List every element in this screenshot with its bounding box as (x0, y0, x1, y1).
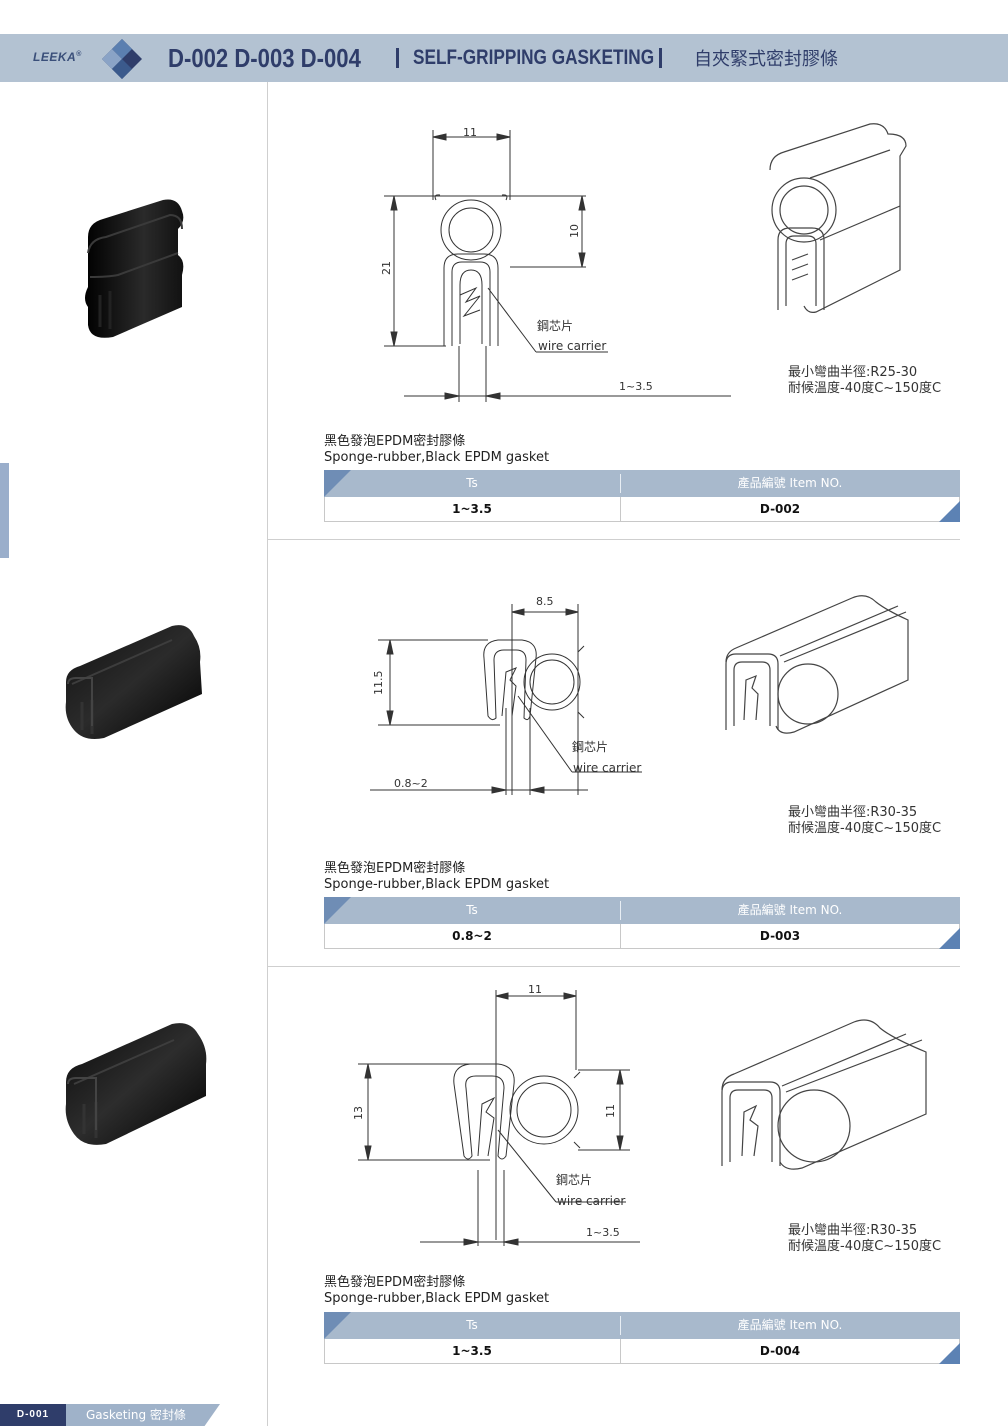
description-zh: 黑色發泡EPDM密封膠條 (324, 861, 466, 876)
dim-ts: 1~3.5 (586, 1226, 620, 1239)
callout-en: wire carrier (538, 339, 606, 353)
table-cell-item: D-003 (759, 929, 801, 943)
dim-bulb: 10 (568, 224, 581, 238)
callout-zh: 鋼芯片 (537, 319, 573, 333)
spec-temperature: 耐候溫度-40度C~150度C (788, 1239, 942, 1254)
corner-accent (939, 1343, 960, 1364)
table-cell-ts: 0.8~2 (452, 929, 492, 943)
table-cell-ts: 1~3.5 (452, 502, 492, 516)
description-d002: 黑色發泡EPDM密封膠條 Sponge-rubber,Black EPDM ga… (324, 434, 549, 466)
dim-width: 11 (528, 983, 542, 996)
section-divider (268, 539, 960, 540)
callout-zh: 鋼芯片 (572, 740, 608, 754)
side-tab-marker (0, 463, 9, 558)
gasket-3d-sketch-d002 (769, 123, 907, 313)
table-header-item: 產品編號 Item NO. (737, 1318, 843, 1332)
technical-drawing-d004: 11 13 11 1~3.5 鋼芯片 wire carrier (352, 983, 640, 1246)
spec-temperature: 耐候溫度-40度C~150度C (788, 381, 942, 396)
table-row (324, 924, 960, 949)
product-photo-d004 (65, 1023, 207, 1145)
title-separator (659, 48, 662, 68)
table-header-ts: Ts (466, 1318, 478, 1332)
footer-section-label: Gasketing 密封條 (66, 1404, 220, 1426)
corner-accent (939, 928, 960, 949)
description-d004: 黑色發泡EPDM密封膠條 Sponge-rubber,Black EPDM ga… (324, 1275, 549, 1307)
technical-drawing-d003: 8.5 11.5 0.8~2 鋼芯片 wire carrier (370, 595, 642, 795)
column-divider (267, 82, 268, 1426)
dim-ts: 1~3.5 (619, 380, 653, 393)
table-cell-ts: 1~3.5 (452, 1344, 492, 1358)
dim-width: 11 (463, 126, 477, 139)
table-row (324, 1339, 960, 1364)
table-cell-item: D-002 (759, 502, 801, 516)
gasket-3d-sketch-d003 (725, 595, 909, 734)
title-chinese: 自夾緊式密封膠條 (694, 49, 838, 70)
page-header (0, 34, 1008, 82)
page-title: D-002 D-003 D-004 SELF-GRIPPING GASKETIN… (168, 41, 838, 75)
spec-temperature: 耐候溫度-40度C~150度C (788, 821, 942, 836)
description-d003: 黑色發泡EPDM密封膠條 Sponge-rubber,Black EPDM ga… (324, 861, 549, 893)
table-header-ts: Ts (466, 476, 478, 490)
product-photo-d002 (85, 199, 184, 338)
table-row (324, 497, 960, 522)
description-en: Sponge-rubber,Black EPDM gasket (324, 450, 550, 465)
description-en: Sponge-rubber,Black EPDM gasket (324, 877, 550, 892)
table-header (324, 470, 960, 497)
table-cell-item: D-004 (759, 1344, 801, 1358)
table-header (324, 897, 960, 924)
table-header-ts: Ts (466, 903, 478, 917)
title-english: SELF-GRIPPING GASKETING (413, 46, 655, 69)
spec-notes-d003: 最小彎曲半徑:R30-35 耐候溫度-40度C~150度C (788, 805, 941, 837)
technical-drawing-d002: 11 21 10 1~3.5 鋼芯片 wire carrier (380, 126, 731, 402)
dim-height: 11.5 (372, 671, 385, 696)
section-divider (268, 966, 960, 967)
brand-logo: LEEKA® (33, 50, 82, 64)
spec-notes-d004: 最小彎曲半徑:R30-35 耐候溫度-40度C~150度C (788, 1223, 941, 1255)
callout-en: wire carrier (557, 1194, 625, 1208)
product-photo-d003 (65, 625, 203, 739)
spec-table-d003: Ts 產品編號 Item NO. 0.8~2 D-003 (324, 897, 960, 949)
spec-bend-radius: 最小彎曲半徑:R25-30 (788, 365, 918, 380)
description-zh: 黑色發泡EPDM密封膠條 (324, 434, 466, 449)
dim-height: 13 (352, 1106, 365, 1120)
product-codes: D-002 D-003 D-004 (168, 42, 361, 73)
dim-ts: 0.8~2 (394, 777, 428, 790)
dim-width: 8.5 (536, 595, 554, 608)
table-header-item: 產品編號 Item NO. (737, 903, 843, 917)
spec-bend-radius: 最小彎曲半徑:R30-35 (788, 1223, 918, 1238)
description-zh: 黑色發泡EPDM密封膠條 (324, 1275, 466, 1290)
table-header (324, 1312, 960, 1339)
logo-diamond-icon (102, 39, 142, 79)
description-en: Sponge-rubber,Black EPDM gasket (324, 1291, 550, 1306)
spec-notes-d002: 最小彎曲半徑:R25-30 耐候溫度-40度C~150度C (788, 365, 941, 397)
gasket-3d-sketch-d004 (721, 1019, 927, 1170)
spec-table-d002: Ts 產品編號 Item NO. 1~3.5 D-002 (324, 470, 960, 522)
corner-accent (939, 501, 960, 522)
table-header-item: 產品編號 Item NO. (737, 476, 843, 490)
spec-bend-radius: 最小彎曲半徑:R30-35 (788, 805, 918, 820)
dim-height: 21 (380, 261, 393, 275)
callout-zh: 鋼芯片 (556, 1173, 592, 1187)
title-separator (396, 48, 399, 68)
dim-bulb: 11 (604, 1104, 617, 1118)
callout-en: wire carrier (573, 761, 641, 775)
spec-table-d004: Ts 產品編號 Item NO. 1~3.5 D-004 (324, 1312, 960, 1364)
footer-page-number: D-001 (0, 1404, 66, 1426)
